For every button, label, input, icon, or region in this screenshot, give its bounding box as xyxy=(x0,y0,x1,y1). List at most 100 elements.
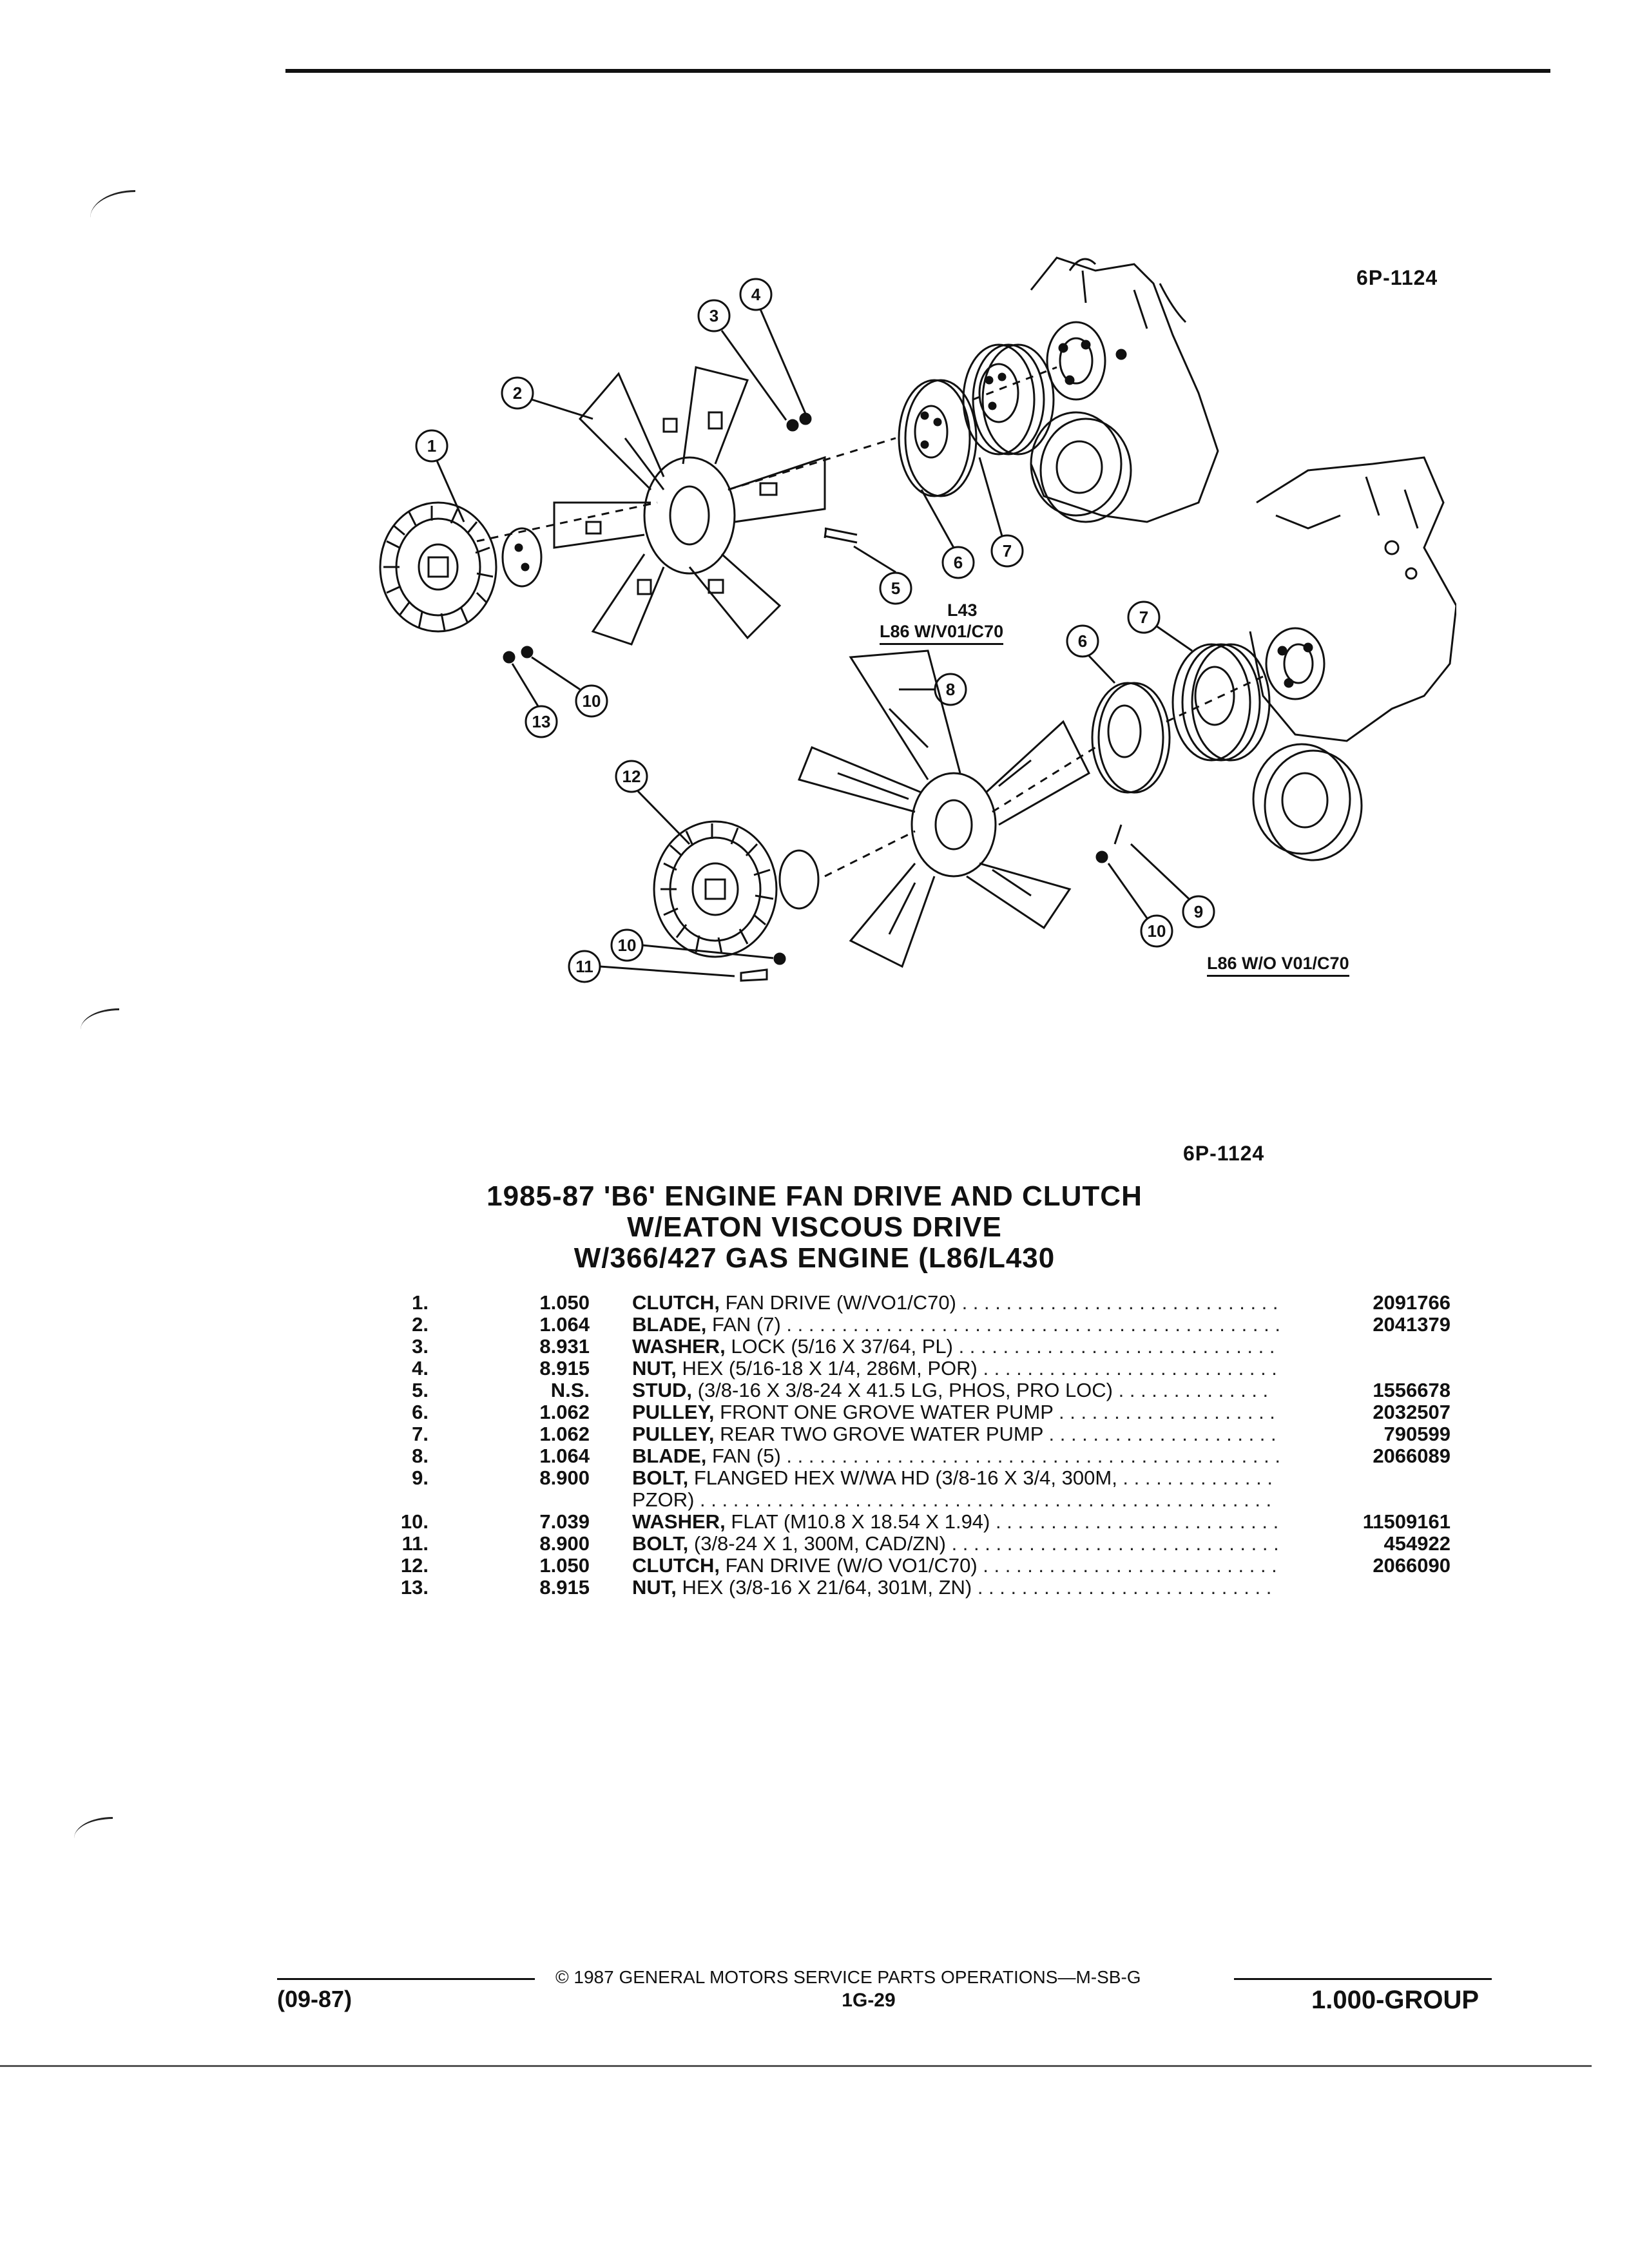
parts-number xyxy=(1283,1467,1451,1489)
parts-row: 4. 8.915 NUT, HEX (5/16-18 X 1/4, 286M, PO… xyxy=(361,1358,1451,1379)
parts-desc-text: REAR TWO GROVE WATER PUMP xyxy=(720,1423,1043,1445)
parts-desc-text: (3/8-24 X 1, 300M, CAD/ZN) xyxy=(693,1533,946,1555)
parts-key: BLADE, xyxy=(632,1314,707,1336)
pulley-rear-two-groove-lower xyxy=(1171,643,1271,762)
parts-key: CLUTCH, xyxy=(632,1555,720,1577)
parts-desc-text: HEX (3/8-16 X 21/64, 301M, ZN) xyxy=(682,1577,972,1599)
parts-number xyxy=(1283,1489,1451,1511)
parts-desc-text: PZOR) xyxy=(632,1489,695,1511)
callout-13: 13 xyxy=(532,712,551,731)
callout-11: 11 xyxy=(575,957,593,976)
parts-number: 2041379 xyxy=(1373,1313,1451,1336)
margin-mark-3 xyxy=(74,1817,113,1838)
engine-block-upper xyxy=(1030,256,1219,523)
bottom-rule xyxy=(0,2065,1592,2067)
parts-code: 8.900 xyxy=(539,1466,590,1489)
parts-row: 3. 8.931 WASHER, LOCK (5/16 X 37/64, PL) .… xyxy=(361,1336,1451,1358)
callout-10b: 10 xyxy=(583,691,601,711)
pulley-front-one-groove-upper xyxy=(898,379,978,497)
callout-8: 8 xyxy=(946,680,955,699)
parts-num: 3. xyxy=(412,1335,429,1358)
parts-code: 8.915 xyxy=(539,1576,590,1599)
parts-row: PZOR) . . . . . . . . . . . . . . . . . … xyxy=(361,1489,1451,1511)
callout-5: 5 xyxy=(891,579,900,598)
parts-description: PZOR) . . . . . . . . . . . . . . . . . … xyxy=(632,1489,1283,1511)
fan-blade-seven xyxy=(553,366,826,646)
parts-key: WASHER, xyxy=(632,1336,726,1358)
parts-desc-text: FAN (7) xyxy=(712,1314,781,1336)
parts-code: N.S. xyxy=(550,1379,590,1401)
leader-dots: . . . . . . . . . . . . . . . . . . . . … xyxy=(694,1489,1272,1511)
callout-10c: 10 xyxy=(618,936,637,955)
parts-desc-text: HEX (5/16-18 X 1/4, 286M, POR) xyxy=(682,1358,978,1379)
parts-key: NUT, xyxy=(632,1577,677,1599)
label-l86-with: L86 W/V01/C70 xyxy=(880,622,1004,645)
callout-4: 4 xyxy=(751,285,761,304)
parts-number: 2066089 xyxy=(1373,1445,1451,1467)
label-l43: L43 xyxy=(947,601,978,620)
parts-number: 790599 xyxy=(1383,1423,1451,1445)
figure-ref-top: 6P-1124 xyxy=(1356,266,1438,289)
footer-copyright: © 1987 GENERAL MOTORS SERVICE PARTS OPER… xyxy=(555,1967,1141,1987)
footer-group: 1.000-GROUP xyxy=(1311,1986,1480,2014)
callout-3: 3 xyxy=(709,306,718,325)
title-line-2: W/EATON VISCOUS DRIVE xyxy=(627,1211,1002,1243)
leader-dots: . . . . . . . . . . . . . . . . . . . . … xyxy=(945,1533,1279,1555)
crank-pulley-lower xyxy=(1252,743,1363,861)
callout-6b: 6 xyxy=(1078,631,1087,651)
callout-2: 2 xyxy=(513,383,522,403)
parts-number: 2066090 xyxy=(1373,1554,1451,1577)
leader-dots: . . . . . . . . . . . . . . . . . . . . … xyxy=(780,1314,1280,1336)
parts-num: 13. xyxy=(400,1576,429,1599)
fan-clutch-lower xyxy=(653,820,820,958)
parts-desc-text: FAN DRIVE (W/O VO1/C70) xyxy=(725,1555,978,1577)
fan-clutch-upper xyxy=(379,501,543,633)
leader-dots: . . . . . . . . . . . . . . . . . . . . … xyxy=(977,1358,1277,1379)
figure-ref-bottom: 6P-1124 xyxy=(1183,1142,1265,1165)
parts-desc-text: (3/8-16 X 3/8-24 X 41.5 LG, PHOS, PRO LO… xyxy=(697,1379,1113,1401)
parts-code: 1.050 xyxy=(539,1291,590,1314)
parts-number: 2091766 xyxy=(1373,1291,1451,1314)
callout-7: 7 xyxy=(1003,541,1012,561)
parts-num xyxy=(361,1489,429,1511)
water-pump-hub-upper xyxy=(1046,321,1127,401)
callout-1: 1 xyxy=(427,436,436,456)
parts-num: 5. xyxy=(412,1379,429,1401)
parts-code: 1.062 xyxy=(539,1401,590,1423)
leader-dots: . . . . . . . . . . . . . . . . . . . . … xyxy=(977,1555,1277,1577)
callout-12: 12 xyxy=(622,767,641,786)
margin-mark-1 xyxy=(90,190,135,218)
parts-num: 9. xyxy=(412,1466,429,1489)
footer-page: 1G-29 xyxy=(842,1990,896,2011)
parts-key: PULLEY, xyxy=(632,1401,715,1423)
parts-code: 8.931 xyxy=(539,1335,590,1358)
parts-num: 4. xyxy=(412,1357,429,1379)
parts-key: CLUTCH, xyxy=(632,1292,720,1314)
crank-pulley-upper xyxy=(1030,411,1132,523)
parts-num: 10. xyxy=(400,1510,429,1533)
parts-row: 13. 8.915 NUT, HEX (3/8-16 X 21/64, 301M, … xyxy=(361,1577,1451,1599)
parts-desc-text: FAN DRIVE (W/VO1/C70) xyxy=(725,1292,956,1314)
callout-6: 6 xyxy=(954,553,963,572)
parts-key: STUD, xyxy=(632,1379,692,1401)
parts-description: WASHER, FLAT (M10.8 X 18.54 X 1.94) . . … xyxy=(632,1511,1283,1533)
parts-desc-text: FAN (5) xyxy=(712,1445,781,1467)
leader-dots: . . . . . . . . . . . . . . . . . . . . … xyxy=(952,1336,1275,1358)
parts-num: 1. xyxy=(412,1291,429,1314)
callout-10a: 10 xyxy=(1148,921,1166,941)
parts-description: WASHER, LOCK (5/16 X 37/64, PL) . . . . … xyxy=(632,1336,1283,1358)
parts-description: BLADE, FAN (7) . . . . . . . . . . . . .… xyxy=(632,1314,1283,1336)
parts-code: 8.915 xyxy=(539,1357,590,1379)
margin-mark-2 xyxy=(81,1008,119,1030)
parts-desc-text: FLAT (M10.8 X 18.54 X 1.94) xyxy=(731,1511,990,1533)
parts-desc-text: FLANGED HEX W/WA HD (3/8-16 X 3/4, 300M, xyxy=(693,1467,1117,1489)
stud-upper xyxy=(824,527,858,544)
parts-key: NUT, xyxy=(632,1358,677,1379)
parts-number xyxy=(1283,1336,1451,1358)
